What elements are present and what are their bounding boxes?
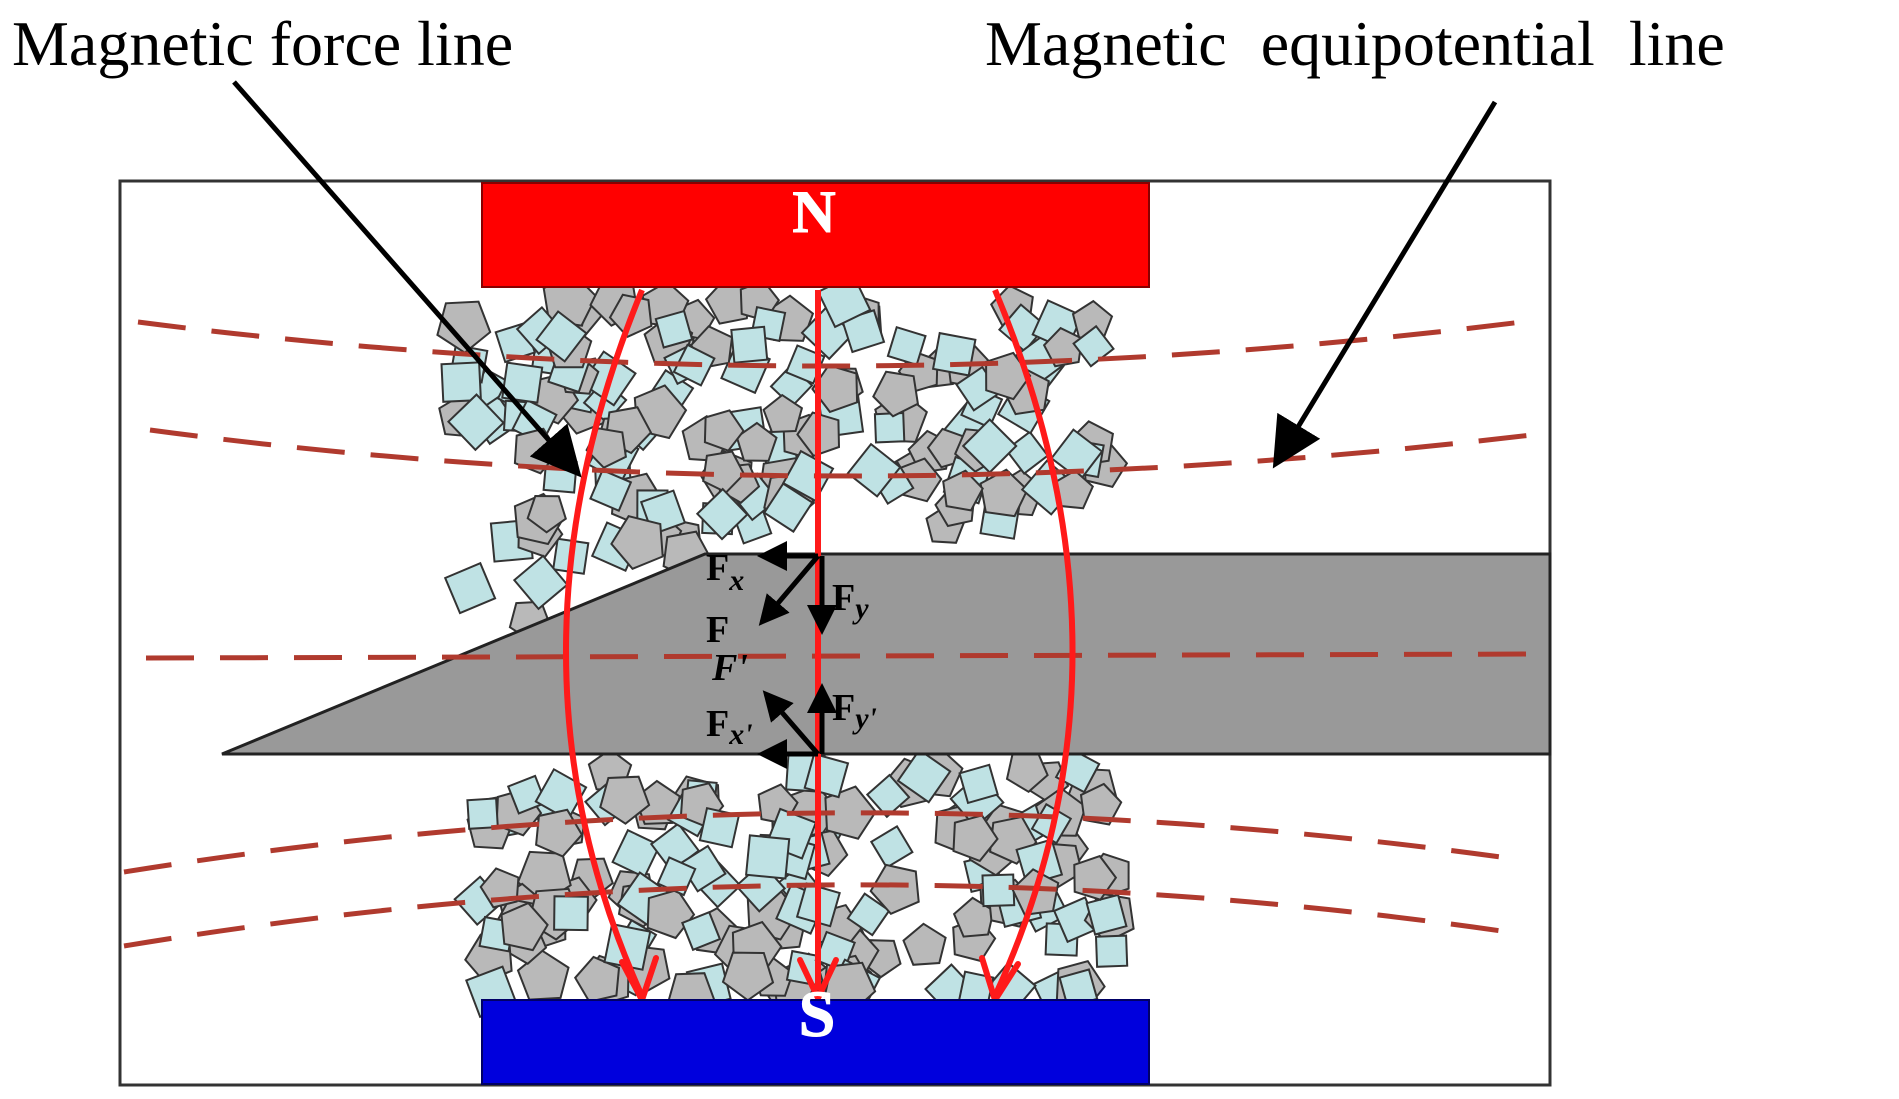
- force-arrowhead-center: [797, 957, 839, 1006]
- south-pole: [481, 999, 1150, 1085]
- square-particle: [958, 763, 999, 805]
- f-arrow: [758, 554, 820, 626]
- square-particle: [762, 482, 814, 533]
- force-caption-pointer: [232, 80, 582, 478]
- pentagon-particle: [1079, 782, 1123, 826]
- square-particle: [745, 834, 791, 880]
- fx-label: Fx: [706, 547, 744, 597]
- equipotential-line-4: [123, 810, 1523, 875]
- force-vectors: [757, 541, 837, 769]
- equipotential-caption-pointer: [1272, 100, 1498, 469]
- pentagon-particle: [702, 450, 746, 494]
- pentagon-particle: [646, 888, 696, 940]
- equipotential-line-2: [149, 427, 1541, 479]
- square-particle: [681, 910, 722, 952]
- pentagon-particle: [762, 393, 804, 434]
- pentagon-particle: [735, 421, 778, 462]
- f-label: F: [706, 609, 729, 651]
- magnetic-force-line-caption: Magnetic force line: [12, 8, 514, 79]
- pentagon-particle: [952, 814, 999, 863]
- square-particle: [846, 442, 902, 498]
- pentagon-particle: [703, 409, 745, 452]
- square-particle: [1094, 934, 1129, 968]
- square-particle: [1085, 893, 1128, 936]
- square-particle: [865, 773, 911, 819]
- square-particle: [654, 309, 694, 349]
- magnetic-force-lines: [563, 288, 1076, 998]
- square-particle: [1072, 324, 1115, 368]
- square-particle: [869, 825, 914, 869]
- square-particle: [589, 468, 633, 513]
- pentagon-particle: [436, 300, 492, 354]
- force-line-left: [563, 288, 645, 998]
- f-prime-arrow: [762, 690, 820, 756]
- south-pole-label: S: [799, 978, 836, 1051]
- north-pole: [481, 182, 1150, 288]
- pentagon-particle: [599, 775, 651, 825]
- pentagon-particle: [500, 901, 549, 952]
- square-particle: [931, 331, 977, 377]
- pentagon-particle: [942, 469, 984, 512]
- pentagon-particle: [872, 370, 920, 418]
- square-particle: [886, 325, 927, 367]
- pentagon-particle: [585, 427, 627, 469]
- equipotential-line-3: [145, 651, 1547, 661]
- square-particle: [611, 828, 662, 879]
- north-pole-label: N: [792, 179, 835, 245]
- pentagon-particle: [610, 515, 664, 570]
- square-particle: [553, 895, 589, 932]
- pentagon-particle: [902, 922, 947, 966]
- square-particle: [466, 797, 499, 830]
- square-particle: [873, 411, 906, 444]
- pentagon-particle: [516, 949, 570, 1001]
- magnetic-equipotential-line-caption: Magnetic equipotential line: [985, 8, 1725, 79]
- pentagon-particle: [869, 863, 920, 916]
- square-particle: [446, 393, 505, 452]
- pentagon-particle: [721, 951, 775, 1002]
- fx-prime-label: Fx': [706, 703, 753, 751]
- pentagon-particle: [1053, 469, 1095, 510]
- pentagon-particle: [1042, 326, 1083, 368]
- pentagon-particle: [1071, 299, 1114, 340]
- equipotential-line-1: [137, 319, 1523, 369]
- fy-label: Fy: [832, 577, 869, 625]
- square-particle: [501, 361, 544, 404]
- f-prime-label: F': [711, 647, 748, 689]
- square-particle: [981, 873, 1016, 908]
- fy-prime-label: Fy': [832, 687, 877, 735]
- equipotential-lines: [123, 319, 1547, 949]
- pentagon-particle: [526, 494, 567, 534]
- square-particle: [443, 561, 497, 615]
- force-labels: Fx Fy F F' Fy' Fx': [706, 547, 877, 751]
- force-line-right: [992, 288, 1076, 998]
- square-particle: [535, 310, 588, 363]
- square-particle: [695, 487, 749, 541]
- square-particle: [961, 418, 1018, 474]
- equipotential-line-5: [123, 882, 1523, 949]
- square-particle: [730, 325, 769, 364]
